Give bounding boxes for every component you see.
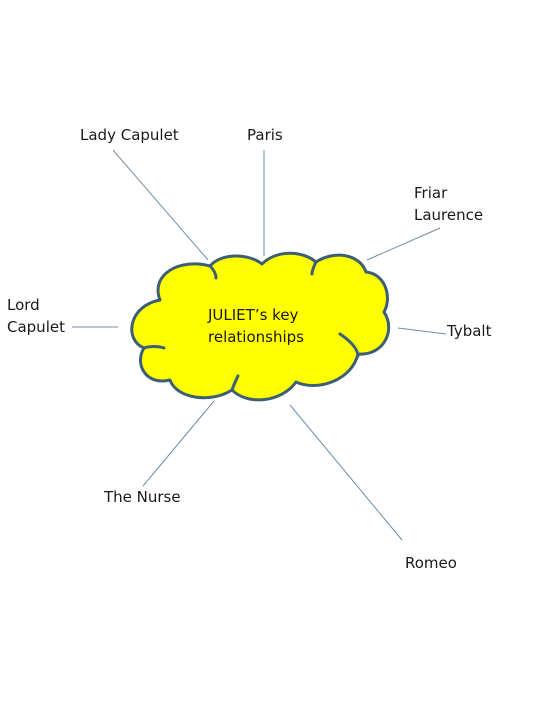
cloud-crease-bottom [230,374,240,392]
connector-romeo [289,404,403,541]
connector-lady-capulet [112,149,209,261]
cloud-crease-top [310,260,318,276]
center-label: JULIET’s key relationships [208,304,304,348]
cloud-crease-top-left [208,264,218,280]
label-tybalt: Tybalt [447,322,492,340]
label-lord-capulet: Lord Capulet [7,294,65,338]
cloud-crease-right [338,332,360,358]
label-friar-line2: Laurence [414,206,484,224]
label-the-nurse: The Nurse [104,488,181,506]
label-romeo: Romeo [405,554,457,572]
label-lord-line1: Lord [7,296,40,314]
cloud-crease-left [142,345,166,350]
connector-tybalt [397,327,447,335]
cloud-shape [130,251,391,402]
label-lord-line2: Capulet [7,318,65,336]
label-friar-laurence: Friar Laurence [414,182,483,226]
label-lady-capulet: Lady Capulet [80,126,179,144]
connector-friar-laurence [366,227,441,261]
center-label-line1: JULIET’s key [208,306,299,324]
label-paris: Paris [247,126,283,144]
center-label-line2: relationships [208,328,304,346]
label-friar-line1: Friar [414,184,448,202]
connector-the-nurse [142,400,215,487]
